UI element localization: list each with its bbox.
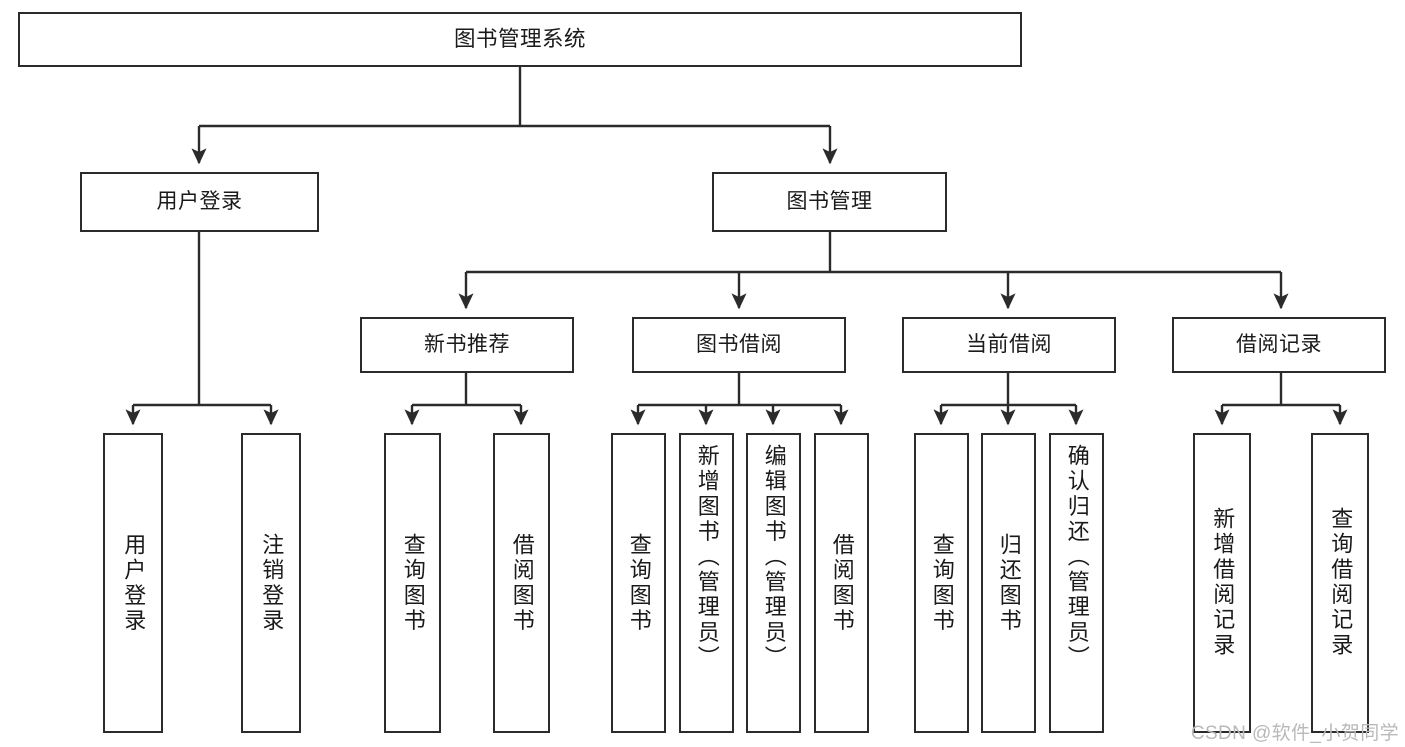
node-label: 查询图书 xyxy=(929,532,955,634)
watermark-text: CSDN @软件_小贺同学 xyxy=(1190,723,1399,744)
node-label: 图书管理系统 xyxy=(453,26,586,51)
node-label: 新书推荐 xyxy=(424,333,510,357)
leaf-book-borrow-edit-book-admin[interactable]: 编辑图书（管理员） xyxy=(746,433,801,733)
leaf-book-borrow-borrow-books[interactable]: 借阅图书 xyxy=(814,433,869,733)
node-current-borrowing[interactable]: 当前借阅 xyxy=(902,317,1116,373)
node-label: 用户登录 xyxy=(156,190,243,214)
leaf-current-borrow-query-books[interactable]: 查询图书 xyxy=(914,433,969,733)
node-label: 查询图书 xyxy=(400,532,426,634)
node-label: 借阅图书 xyxy=(509,532,535,634)
node-label: 借阅记录 xyxy=(1236,333,1322,357)
node-borrow-records[interactable]: 借阅记录 xyxy=(1172,317,1386,373)
node-book-management[interactable]: 图书管理 xyxy=(712,172,947,232)
leaf-borrow-record-add-record[interactable]: 新增借阅记录 xyxy=(1193,433,1251,733)
leaf-book-borrow-query-books[interactable]: 查询图书 xyxy=(611,433,666,733)
node-label: 确认归还（管理员） xyxy=(1064,444,1090,671)
leaf-borrow-record-query-record[interactable]: 查询借阅记录 xyxy=(1311,433,1369,733)
leaf-new-book-borrow-books[interactable]: 借阅图书 xyxy=(493,433,550,733)
node-label: 新增借阅记录 xyxy=(1210,507,1236,659)
node-label: 归还图书 xyxy=(996,532,1022,634)
node-label: 注销登录 xyxy=(259,532,285,634)
node-root-book-management-system[interactable]: 图书管理系统 xyxy=(18,12,1022,67)
leaf-user-login-login[interactable]: 用户登录 xyxy=(103,433,163,733)
node-user-login[interactable]: 用户登录 xyxy=(80,172,319,232)
node-new-book-recommendation[interactable]: 新书推荐 xyxy=(360,317,574,373)
node-label: 用户登录 xyxy=(121,532,147,634)
node-label: 借阅图书 xyxy=(829,532,855,634)
node-label: 新增图书（管理员） xyxy=(694,444,720,671)
node-label: 图书管理 xyxy=(786,190,873,214)
leaf-book-borrow-add-book-admin[interactable]: 新增图书（管理员） xyxy=(679,433,734,733)
node-label: 图书借阅 xyxy=(696,333,782,357)
leaf-current-borrow-return-books[interactable]: 归还图书 xyxy=(981,433,1036,733)
node-label: 查询借阅记录 xyxy=(1328,507,1354,659)
node-label: 查询图书 xyxy=(626,532,652,634)
leaf-current-borrow-confirm-return-admin[interactable]: 确认归还（管理员） xyxy=(1049,433,1104,733)
leaf-user-login-logout[interactable]: 注销登录 xyxy=(241,433,301,733)
leaf-new-book-query-books[interactable]: 查询图书 xyxy=(384,433,441,733)
node-label: 当前借阅 xyxy=(966,333,1052,357)
node-label: 编辑图书（管理员） xyxy=(761,444,787,671)
node-book-borrowing[interactable]: 图书借阅 xyxy=(632,317,846,373)
